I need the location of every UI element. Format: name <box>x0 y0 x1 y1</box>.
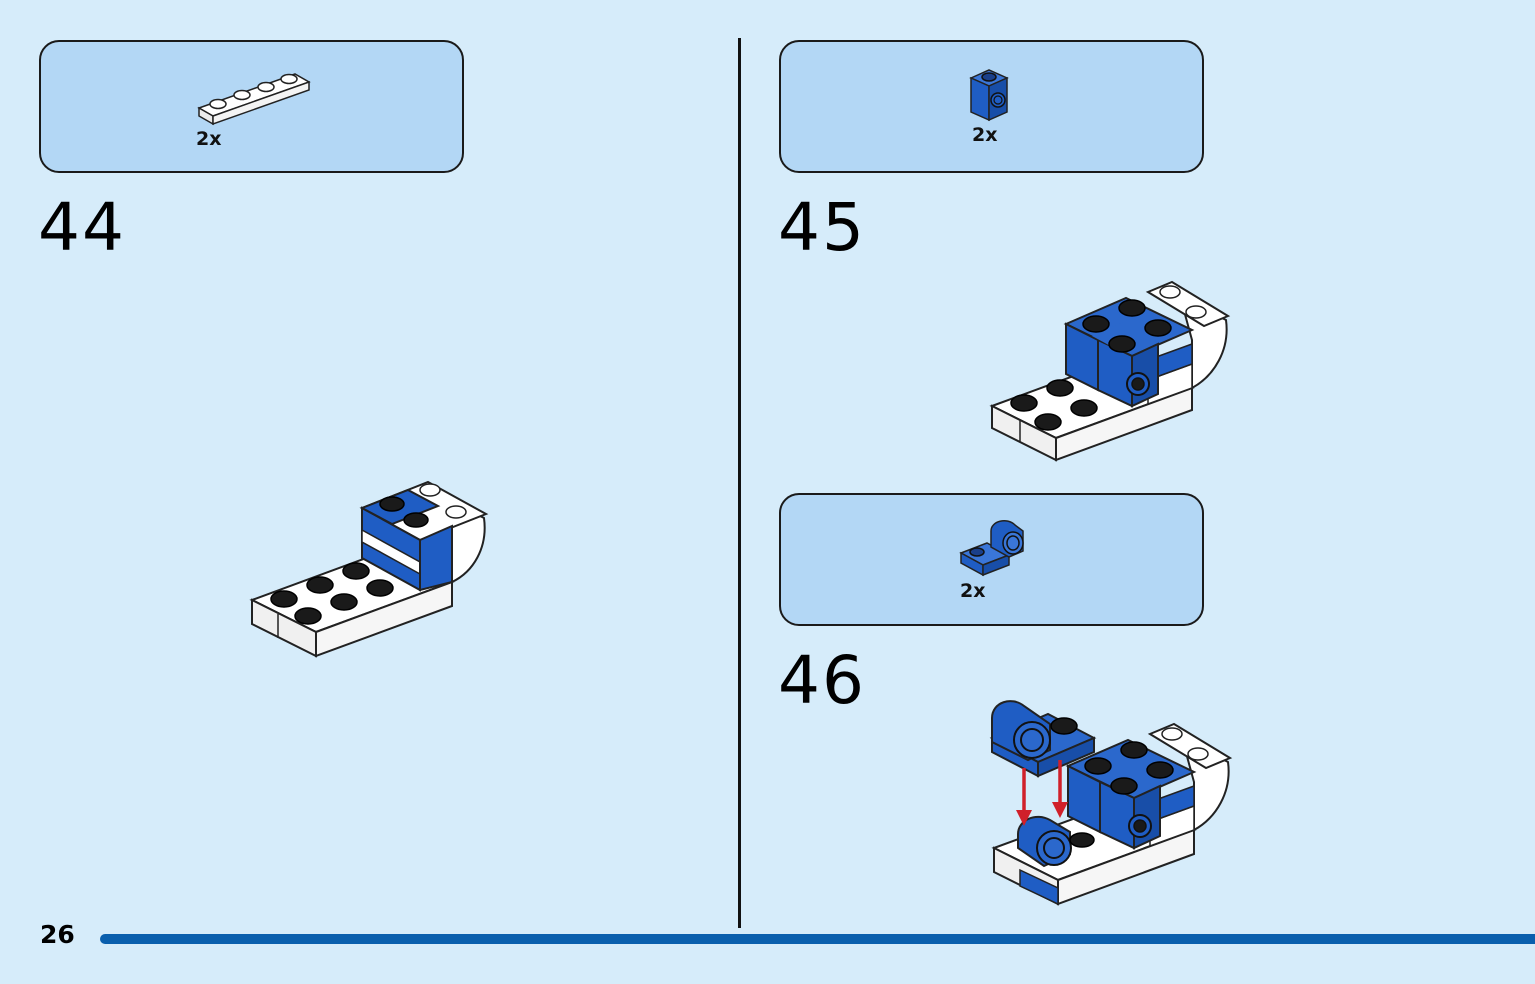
step-46-build-illustration <box>989 700 1233 906</box>
blue-brick-side-stud-part-icon <box>969 69 1009 122</box>
placement-arrows <box>1016 760 1068 826</box>
progress-bar <box>100 934 1535 944</box>
blue-plate-round-stud-part-icon <box>959 520 1024 577</box>
step-46-number: 46 <box>778 642 866 719</box>
step-45-part-quantity: 2x <box>972 124 998 146</box>
step-46-part-quantity: 2x <box>960 580 986 602</box>
step-45-parts-callout: 2x <box>779 40 1204 173</box>
step-44-parts-callout: 2x <box>39 40 464 173</box>
step-46-parts-callout: 2x <box>779 493 1204 626</box>
step-44-build-illustration <box>249 480 489 658</box>
white-plate-part-icon <box>197 73 311 126</box>
step-45-number: 45 <box>778 189 866 266</box>
page-number: 26 <box>40 920 75 949</box>
step-45-build-illustration <box>989 280 1231 462</box>
step-44-number: 44 <box>38 189 126 266</box>
page-column-divider <box>738 38 741 928</box>
step-44-part-quantity: 2x <box>196 128 222 150</box>
